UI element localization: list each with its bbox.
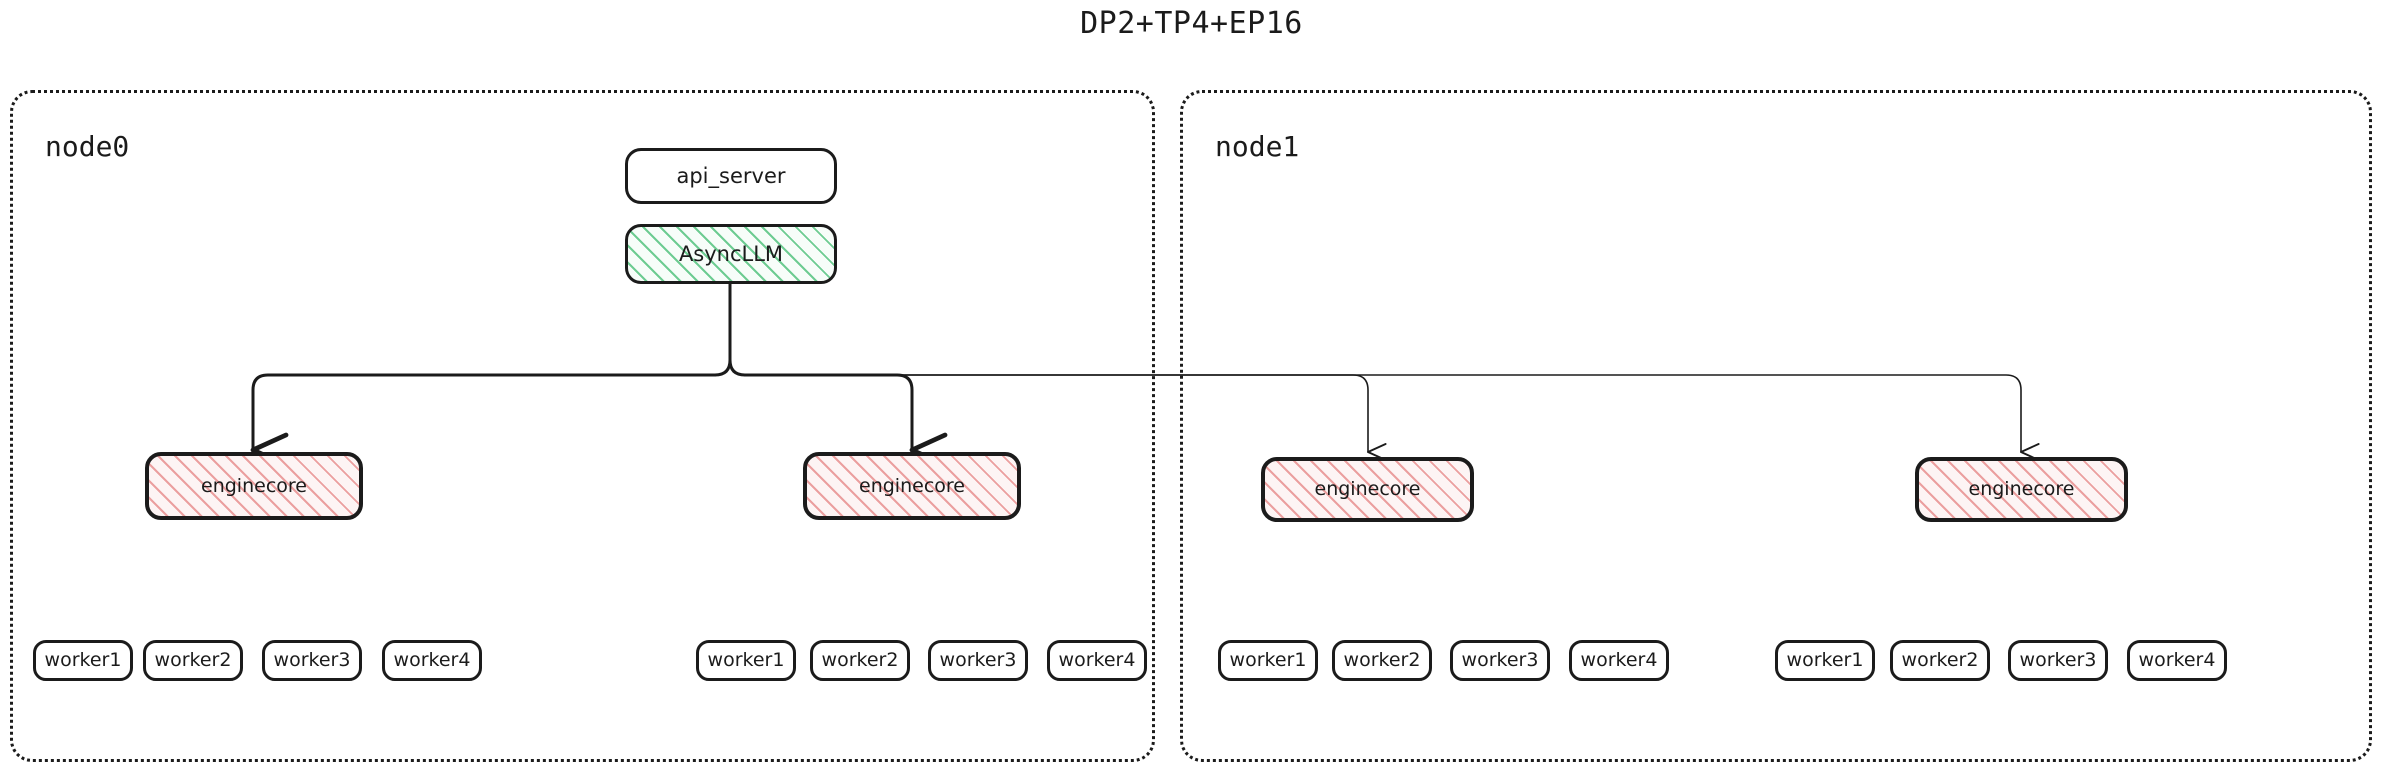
worker-box[interactable]: worker4	[2127, 640, 2227, 681]
worker-box[interactable]: worker4	[382, 640, 482, 681]
worker-box[interactable]: worker2	[1890, 640, 1990, 681]
diagram-title: DP2+TP4+EP16	[1080, 6, 1303, 41]
enginecore-box[interactable]: enginecore	[1915, 457, 2128, 522]
node-label-node0: node0	[45, 130, 130, 163]
worker-label: worker2	[821, 649, 899, 671]
worker-box[interactable]: worker4	[1569, 640, 1669, 681]
enginecore-label: enginecore	[1314, 478, 1421, 500]
worker-label: worker2	[1901, 649, 1979, 671]
enginecore-box[interactable]: enginecore	[145, 452, 363, 520]
worker-box[interactable]: worker2	[143, 640, 243, 681]
worker-label: worker4	[2138, 649, 2216, 671]
worker-label: worker3	[1461, 649, 1539, 671]
worker-label: worker3	[2019, 649, 2097, 671]
node-label-node1: node1	[1215, 130, 1300, 163]
enginecore-label: enginecore	[859, 474, 965, 497]
worker-label: worker4	[393, 649, 471, 671]
worker-label: worker3	[273, 649, 351, 671]
worker-label: worker4	[1058, 649, 1136, 671]
async-llm-box[interactable]: AsyncLLM	[625, 224, 837, 284]
worker-box[interactable]: worker1	[1775, 640, 1875, 681]
enginecore-label: enginecore	[1968, 478, 2075, 500]
worker-box[interactable]: worker3	[1450, 640, 1550, 681]
enginecore-label: enginecore	[201, 474, 307, 497]
worker-box[interactable]: worker3	[928, 640, 1028, 681]
api-server-box[interactable]: api_server	[625, 148, 837, 204]
worker-box[interactable]: worker4	[1047, 640, 1147, 681]
worker-box[interactable]: worker1	[696, 640, 796, 681]
worker-label: worker2	[154, 649, 232, 671]
worker-label: worker3	[939, 649, 1017, 671]
worker-box[interactable]: worker3	[262, 640, 362, 681]
worker-label: worker2	[1343, 649, 1421, 671]
worker-label: worker1	[707, 649, 785, 671]
worker-box[interactable]: worker3	[2008, 640, 2108, 681]
worker-box[interactable]: worker2	[1332, 640, 1432, 681]
api-server-label: api_server	[676, 163, 786, 188]
worker-label: worker4	[1580, 649, 1658, 671]
enginecore-box[interactable]: enginecore	[1261, 457, 1474, 522]
worker-box[interactable]: worker1	[33, 640, 133, 681]
worker-label: worker1	[1229, 649, 1307, 671]
enginecore-box[interactable]: enginecore	[803, 452, 1021, 520]
worker-box[interactable]: worker1	[1218, 640, 1318, 681]
worker-label: worker1	[1786, 649, 1864, 671]
worker-box[interactable]: worker2	[810, 640, 910, 681]
worker-label: worker1	[44, 649, 122, 671]
async-llm-label: AsyncLLM	[678, 241, 784, 266]
